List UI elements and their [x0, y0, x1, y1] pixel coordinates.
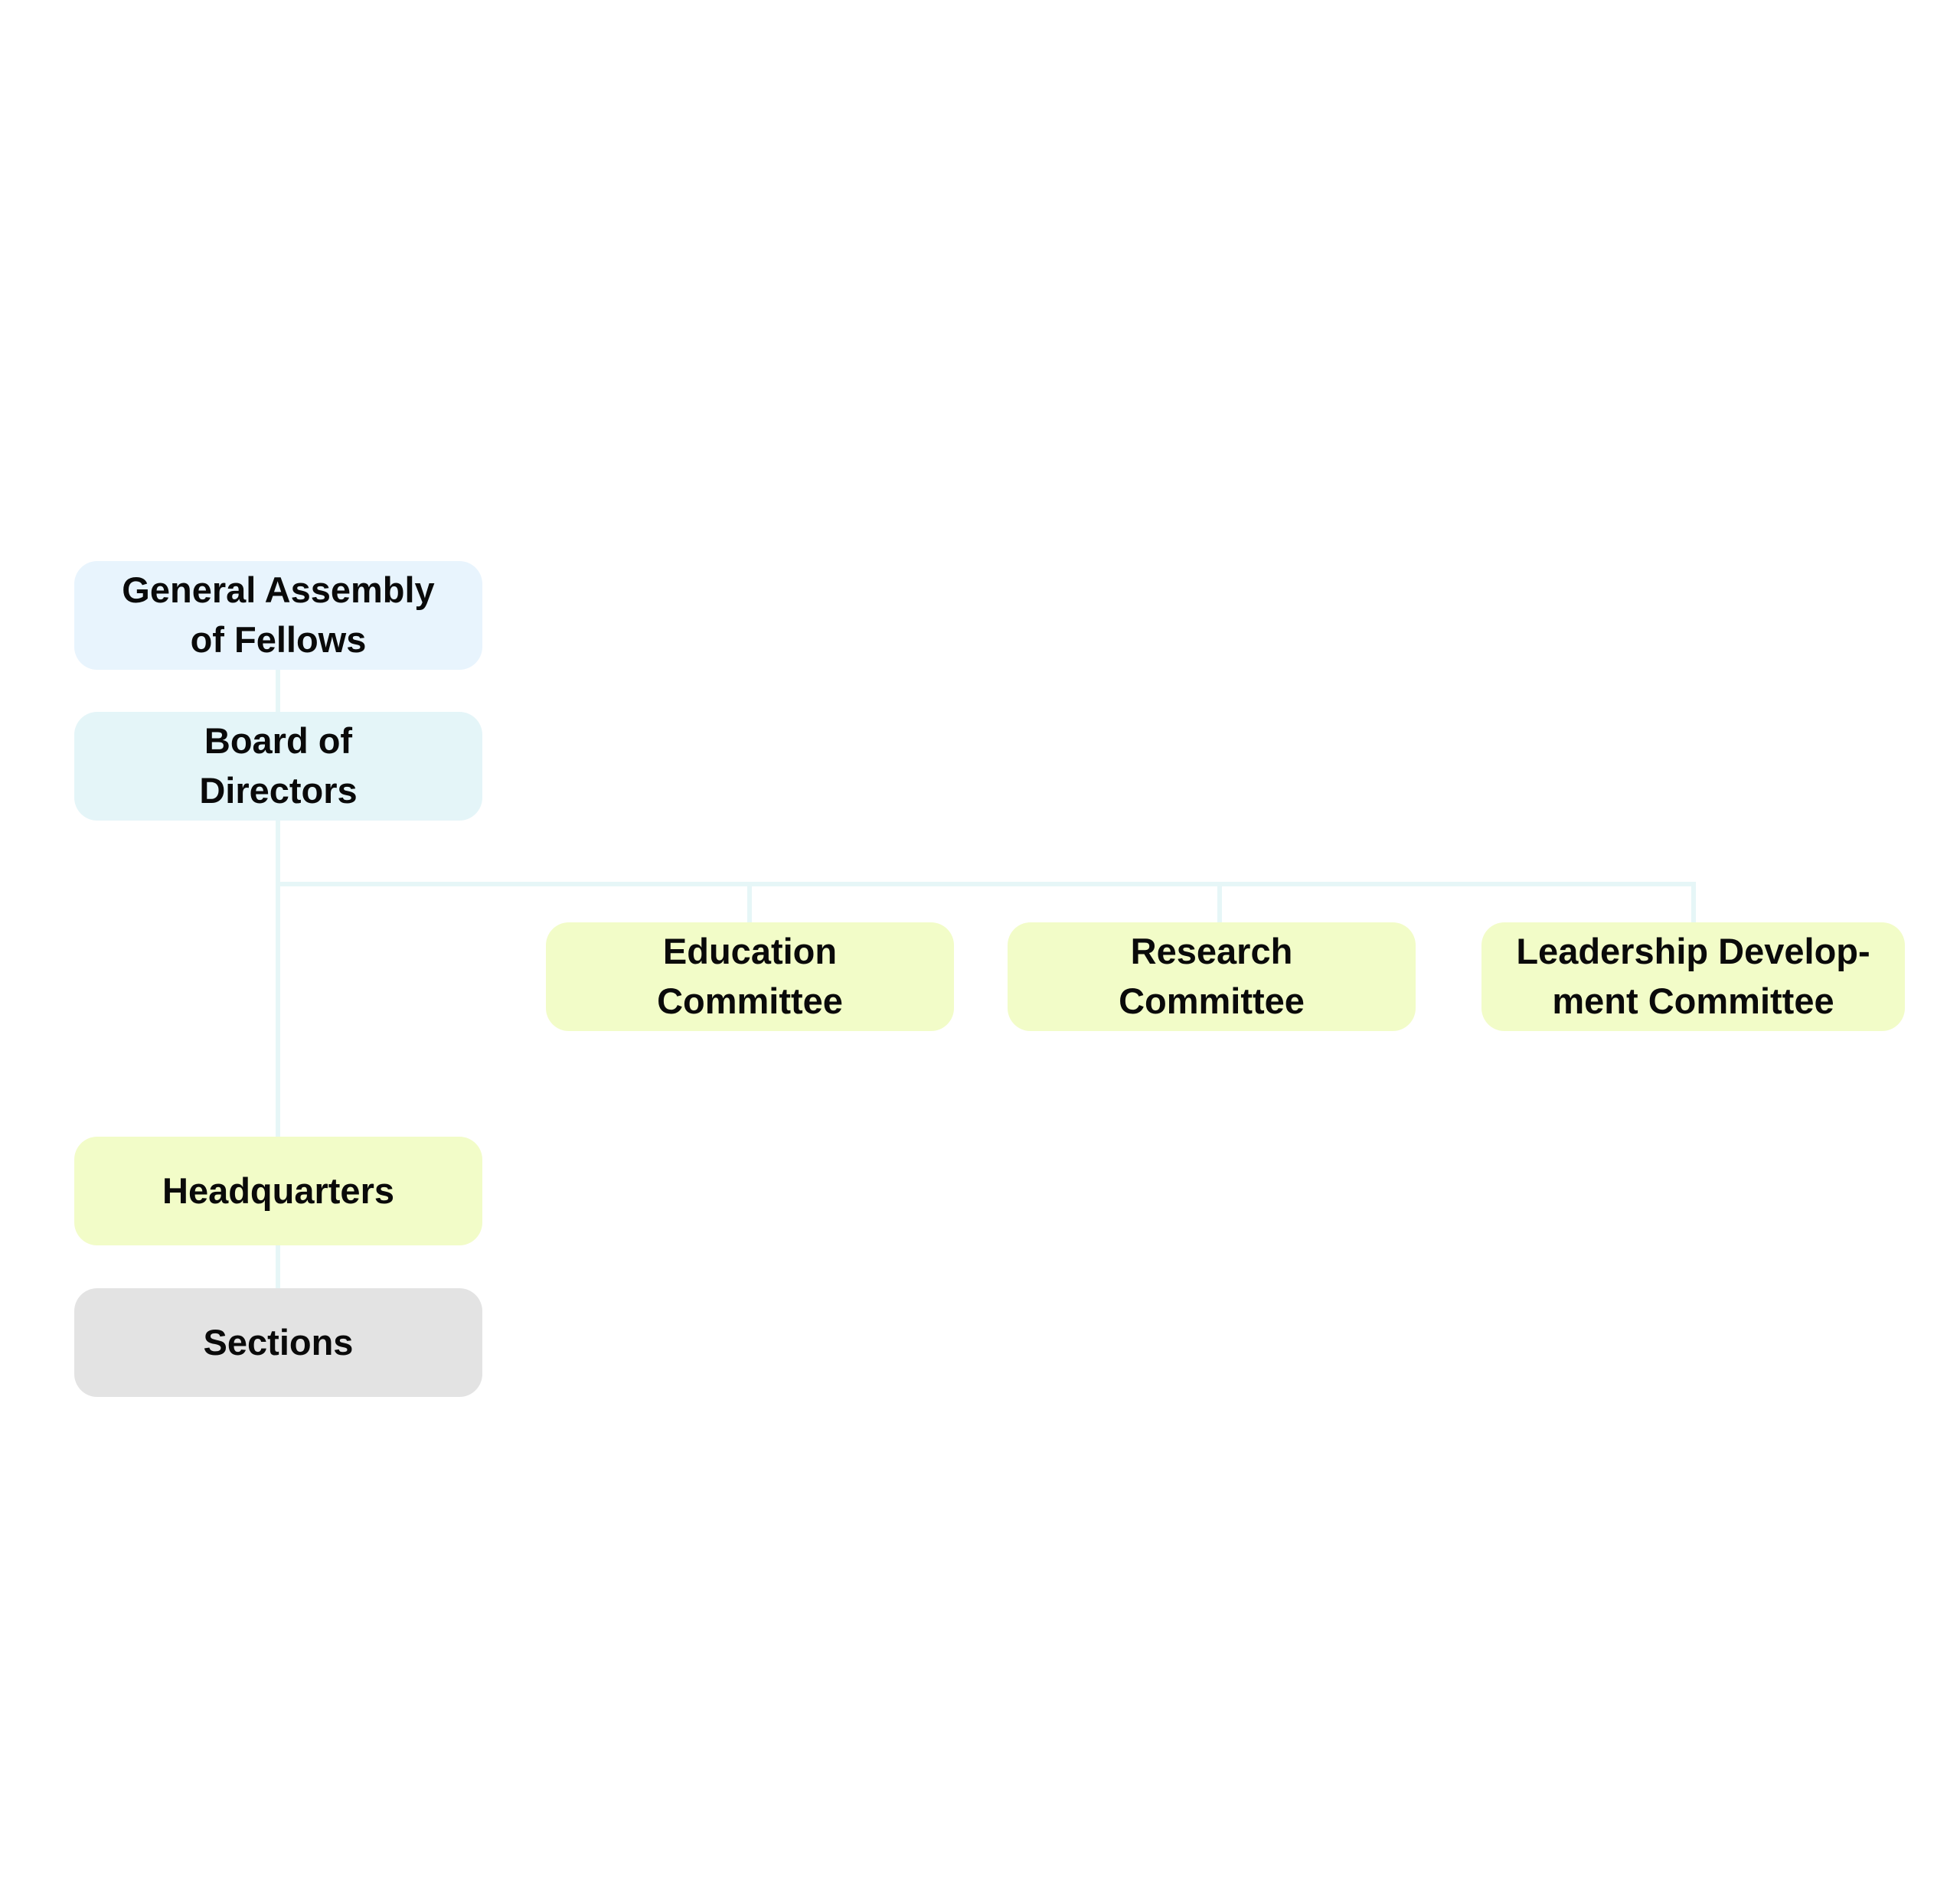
connector-board-trunk	[276, 821, 280, 1137]
node-label: Sections	[203, 1321, 354, 1362]
node-headquarters: Headquarters	[74, 1137, 482, 1245]
node-label: Leadership Develop- ment Committee	[1516, 931, 1870, 1021]
node-label: General Assembly of Fellows	[122, 569, 435, 660]
node-label: Education Committee	[657, 931, 843, 1021]
node-general-assembly: General Assembly of Fellows	[74, 561, 482, 670]
connector-education-drop	[747, 882, 752, 923]
connector-research-drop	[1217, 882, 1222, 923]
node-education-committee: Education Committee	[546, 922, 954, 1031]
node-label: Research Committee	[1119, 931, 1305, 1021]
node-sections: Sections	[74, 1288, 482, 1397]
node-label: Headquarters	[162, 1170, 394, 1211]
connector-committee-bus	[276, 882, 1696, 886]
connector-leadership-drop	[1691, 882, 1696, 923]
node-board-of-directors: Board of Directors	[74, 712, 482, 821]
connector-hq-sections	[276, 1245, 280, 1289]
node-leadership-committee: Leadership Develop- ment Committee	[1481, 922, 1905, 1031]
connector-assembly-board	[276, 670, 280, 713]
node-label: Board of Directors	[199, 720, 358, 811]
node-research-committee: Research Committee	[1008, 922, 1416, 1031]
